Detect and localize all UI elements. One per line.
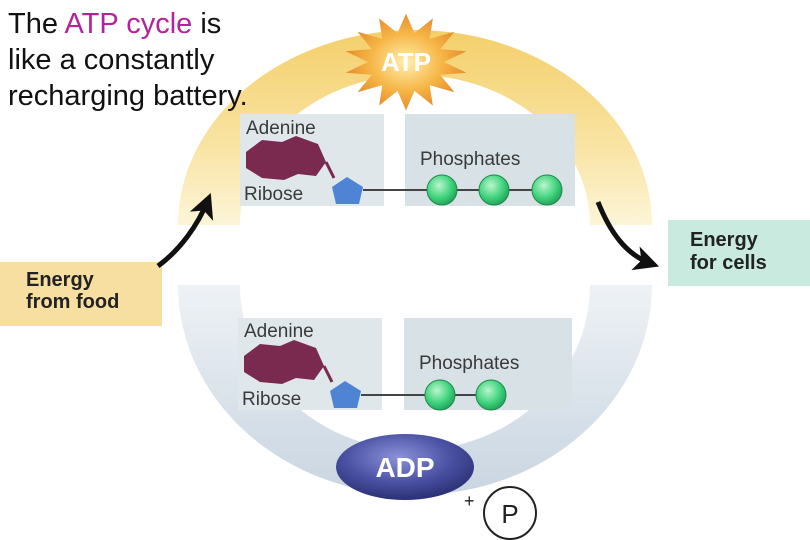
atp-phosphate-2 (478, 174, 510, 206)
title-before: The (8, 8, 65, 40)
adp-adenine-label: Adenine (244, 321, 314, 342)
title-highlight: ATP cycle (64, 8, 193, 40)
energy-out-line-2: for cells (690, 252, 767, 274)
ring-bottom-arc (178, 285, 652, 495)
adp-badge-label: ADP (375, 452, 434, 483)
adp-glycosidic-bond (322, 365, 334, 383)
atp-molecule: Adenine Ribose Phosphates (240, 114, 575, 206)
atp-phosphates-label: Phosphates (420, 149, 520, 170)
adp-phosphate-2 (475, 379, 507, 411)
atp-ribose-shape (332, 177, 363, 204)
atp-ribose-label: Ribose (244, 184, 303, 205)
adp-molecule: Adenine Ribose Phosphates (238, 318, 572, 411)
slide-title: The ATP cycle is like a constantly recharg… (8, 6, 328, 114)
atp-star-badge (345, 13, 467, 111)
title-line-3: recharging battery. (8, 80, 248, 112)
adp-ribose-shape (330, 381, 361, 408)
atp-phosphate-1 (426, 174, 458, 206)
energy-for-cells-box (668, 220, 810, 286)
title-after: is (192, 8, 222, 40)
atp-badge-label: ATP (381, 47, 431, 77)
energy-out-line-1: Energy (690, 229, 759, 251)
adp-ribose-label: Ribose (242, 389, 301, 410)
atp-adenine-label: Adenine (246, 118, 316, 139)
energy-in-arrow (156, 193, 214, 269)
energy-in-line-2: from food (26, 291, 119, 313)
adp-phosphate-1 (424, 379, 456, 411)
energy-in-line-1: Energy (26, 269, 95, 291)
atp-adenine-shape (246, 136, 326, 180)
energy-out-arrow (595, 201, 660, 271)
phosphate-release-circle (483, 486, 537, 540)
title-line-2: like a constantly (8, 44, 215, 76)
phosphate-release-symbol: P (501, 499, 518, 529)
phosphate-plus-sign: + (464, 491, 475, 511)
atp-glycosidic-bond (324, 161, 336, 179)
adp-oval-badge (336, 434, 474, 500)
energy-from-food-box (0, 262, 162, 326)
adp-adenine-shape (244, 340, 324, 384)
atp-phosphate-3 (531, 174, 563, 206)
ring-top-arc (178, 30, 652, 225)
adp-phosphates-label: Phosphates (419, 353, 519, 374)
